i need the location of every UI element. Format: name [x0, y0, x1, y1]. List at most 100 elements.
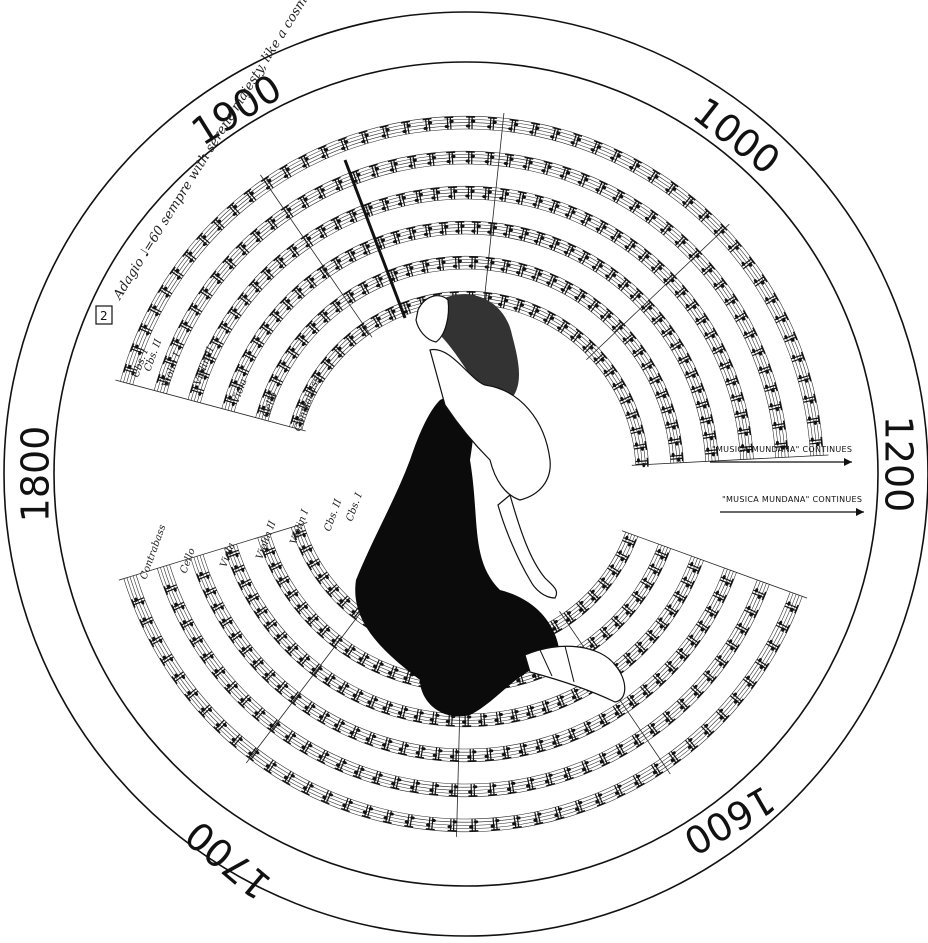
- note-cluster: [260, 322, 275, 337]
- note-cluster: [413, 709, 424, 723]
- note-cluster: [244, 189, 259, 204]
- note-cluster: [304, 275, 319, 290]
- note-cluster: [218, 321, 233, 335]
- note-cluster: [469, 819, 479, 831]
- note-cluster: [329, 633, 344, 648]
- note-cluster: [712, 278, 727, 293]
- note-cluster: [465, 187, 475, 199]
- note-cluster: [323, 671, 337, 686]
- note-cluster: [497, 295, 509, 309]
- note-cluster: [251, 335, 266, 349]
- mundana-annotation-1: "MUSICA MUNDANA" CONTINUES: [710, 445, 852, 466]
- note-cluster: [387, 665, 400, 679]
- note-cluster: [532, 811, 544, 825]
- note-cluster: [170, 267, 185, 282]
- note-cluster: [199, 287, 214, 302]
- note-cluster: [500, 260, 511, 274]
- note-cluster: [654, 616, 669, 631]
- note-cluster: [338, 137, 351, 152]
- note-cluster: [316, 569, 331, 584]
- note-cluster: [724, 638, 739, 652]
- note-cluster: [630, 589, 645, 604]
- note-cluster: [524, 777, 536, 791]
- note-cluster: [650, 312, 665, 327]
- note-cluster: [309, 662, 324, 677]
- note-cluster: [212, 664, 227, 679]
- lower-instrument-label: Contrabass: [138, 523, 168, 581]
- note-cluster: [502, 225, 513, 238]
- note-cluster: [468, 784, 478, 796]
- note-cluster: [330, 299, 345, 314]
- kneeling-girl-illustration: [355, 294, 625, 716]
- note-cluster: [522, 157, 534, 171]
- note-cluster: [569, 329, 584, 344]
- note-cluster: [295, 333, 310, 348]
- note-cluster: [713, 654, 728, 669]
- note-cluster: [681, 195, 696, 210]
- lower-instrument-labels: ContrabassCelloViolaViolin IIViolin ICbs…: [138, 491, 365, 581]
- note-cluster: [664, 182, 679, 197]
- note-cluster: [419, 260, 431, 274]
- note-cluster: [515, 192, 527, 206]
- note-cluster: [517, 742, 529, 756]
- note-cluster: [185, 686, 200, 701]
- note-cluster: [590, 259, 604, 274]
- note-cluster: [529, 123, 541, 137]
- note-cluster: [401, 121, 412, 134]
- note-cluster: [370, 314, 384, 329]
- century-1200-label: 1200: [877, 416, 921, 513]
- note-cluster: [467, 749, 477, 761]
- mundana-text-2: "MUSICA MUNDANA" CONTINUES: [722, 495, 862, 504]
- note-cluster: [573, 289, 587, 304]
- note-cluster: [302, 700, 316, 715]
- note-cluster: [287, 244, 302, 259]
- lower-instrument-label: Cbs. II: [322, 497, 344, 533]
- rehearsal-mark: 2: [96, 306, 112, 324]
- note-cluster: [264, 758, 278, 773]
- note-cluster: [407, 156, 418, 169]
- note-cluster: [659, 222, 674, 237]
- beat-line: [345, 160, 405, 318]
- note-cluster: [466, 152, 476, 164]
- note-cluster: [466, 117, 476, 129]
- note-cluster: [604, 268, 619, 283]
- note-cluster: [228, 306, 243, 321]
- note-cluster: [690, 383, 705, 396]
- note-cluster: [343, 643, 357, 658]
- note-cluster: [285, 346, 300, 361]
- note-cluster: [596, 576, 611, 591]
- note-cluster: [740, 257, 755, 272]
- century-1800-label: 1800: [14, 426, 58, 523]
- note-cluster: [637, 249, 652, 264]
- note-cluster: [643, 210, 658, 225]
- note-cluster: [684, 299, 699, 314]
- note-cluster: [238, 292, 253, 307]
- note-cluster: [295, 600, 310, 615]
- arm: [498, 495, 557, 598]
- note-cluster: [586, 298, 601, 313]
- note-cluster: [754, 657, 769, 671]
- foot: [525, 646, 625, 702]
- note-cluster: [276, 573, 291, 587]
- note-cluster: [741, 674, 756, 689]
- note-cluster: [188, 303, 203, 317]
- note-cluster: [663, 603, 678, 617]
- note-cluster: [264, 617, 279, 632]
- note-cluster: [609, 229, 623, 244]
- note-cluster: [509, 708, 521, 722]
- note-cluster: [210, 271, 225, 286]
- note-cluster: [628, 199, 642, 214]
- note-cluster: [455, 222, 465, 234]
- note-cluster: [239, 642, 254, 657]
- note-cluster: [639, 576, 654, 590]
- note-cluster: [556, 319, 570, 334]
- note-cluster: [158, 285, 173, 299]
- upper-instrument-label: Viola: [230, 377, 249, 405]
- note-cluster: [265, 216, 280, 231]
- century-1700-label: 1700: [177, 812, 279, 908]
- note-cluster: [283, 729, 297, 744]
- note-cluster: [623, 238, 638, 253]
- note-cluster: [685, 633, 700, 648]
- note-cluster: [646, 170, 660, 185]
